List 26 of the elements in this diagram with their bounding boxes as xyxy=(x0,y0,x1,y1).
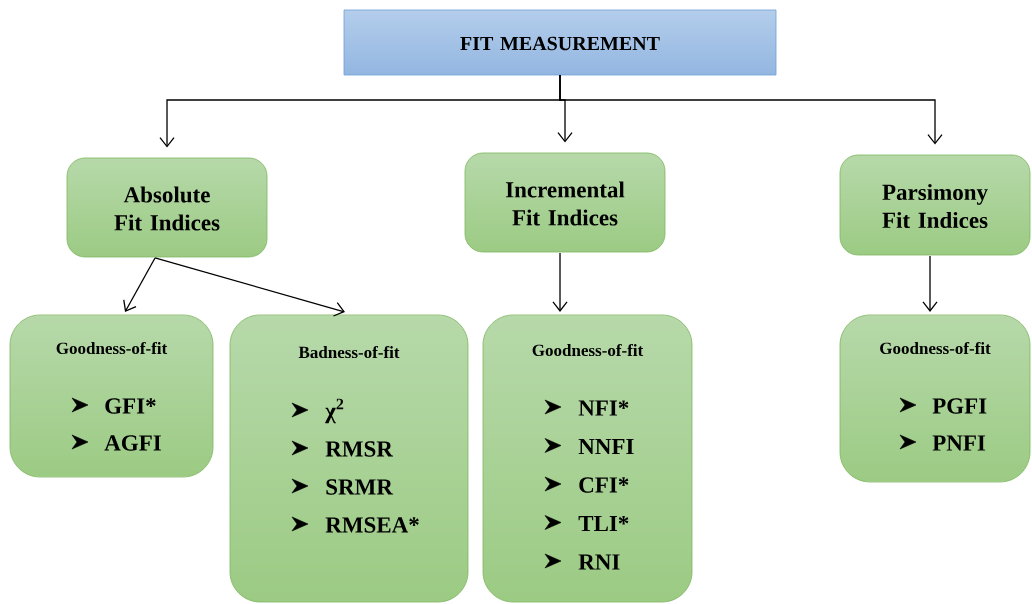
arrow xyxy=(552,252,568,312)
list-item: NNFI xyxy=(578,438,634,454)
list-box: Goodness-of-fit PGFI PNFI xyxy=(839,314,1031,483)
category-box: Incremental Fit Indices xyxy=(464,152,666,253)
list-item: NFI* xyxy=(578,400,629,416)
list-box: Goodness-of-fit GFI* AGFI xyxy=(9,314,214,478)
list-box: Badness-of-fit χ$^{2}$ RMSR SRMR RMSEA* xyxy=(229,314,469,603)
list-item: χ$^{2}$ xyxy=(325,398,344,424)
list-item: CFI* xyxy=(579,477,629,493)
list-item: RMSEA* xyxy=(325,517,419,533)
list-box: Goodness-of-fit NFI* NNFI CFI* TLI* RNI xyxy=(482,314,693,603)
title-box: FIT MEASUREMENT xyxy=(343,9,777,76)
category-box: Parsimony Fit Indices xyxy=(839,154,1031,256)
list-item: PNFI xyxy=(932,435,986,451)
list-item: PGFI xyxy=(932,398,987,414)
arrow xyxy=(154,257,345,317)
arrow xyxy=(559,74,943,145)
list-item: TLI* xyxy=(578,515,629,532)
list-item: SRMR xyxy=(326,479,394,495)
list-item: RMSR xyxy=(325,441,394,457)
list-item: AGFI xyxy=(104,435,161,451)
arrow xyxy=(123,257,156,312)
category-box: Absolute Fit Indices xyxy=(66,157,268,258)
arrow xyxy=(922,255,938,312)
list-item: GFI* xyxy=(105,398,156,414)
list-item: RNI xyxy=(578,554,620,570)
